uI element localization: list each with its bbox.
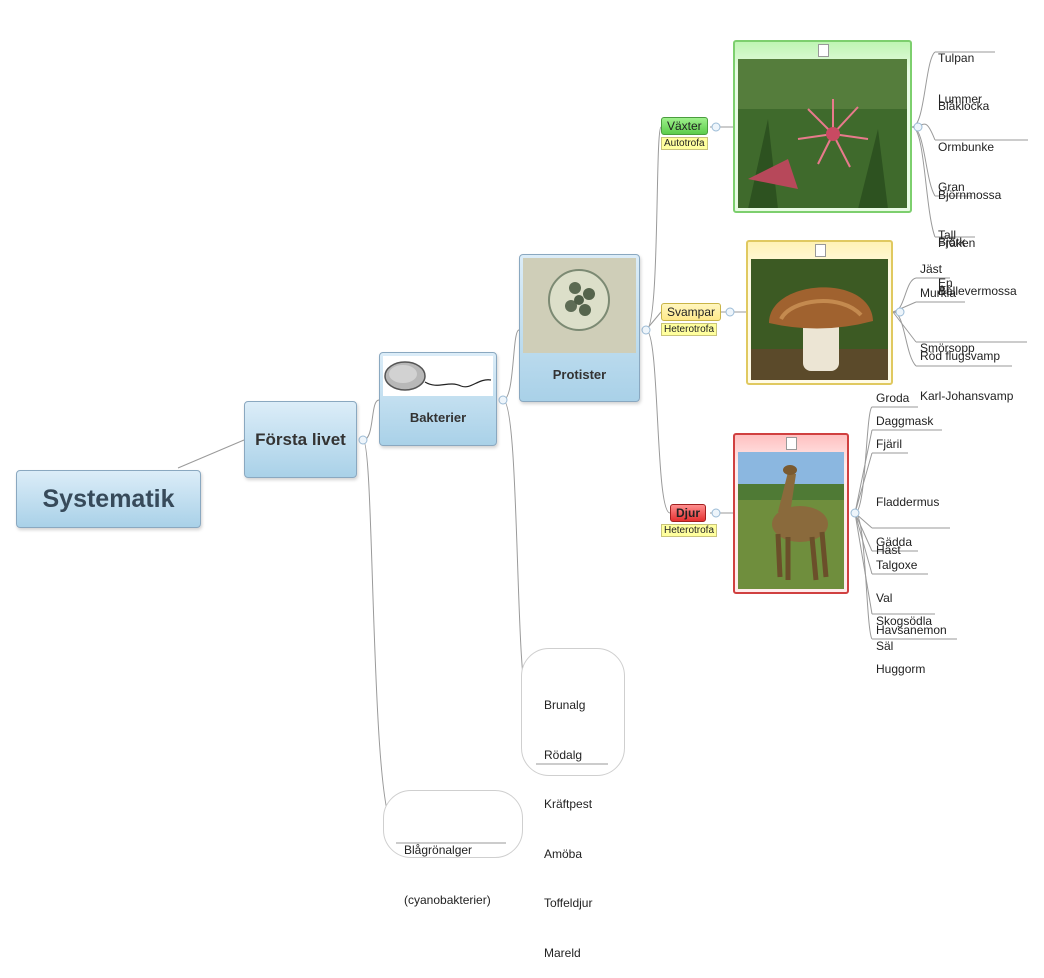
note-heterotrofa-svampar: Heterotrofa	[661, 323, 718, 336]
root-node-systematik[interactable]: Systematik	[16, 470, 201, 528]
djur-group-7[interactable]: Skogsödla Huggorm	[876, 581, 932, 693]
leaf-al: Al	[938, 283, 949, 297]
leaf-blaklocka: Blåklocka	[938, 99, 990, 113]
leaf-havsanemon[interactable]: Havsanemon	[876, 623, 947, 637]
leaf-val: Val	[876, 591, 893, 605]
protist-cell-image	[523, 258, 636, 353]
leaf-karl-johansvamp: Karl-Johansvamp	[920, 389, 1014, 403]
flower-photo	[738, 59, 907, 208]
leaf-jast[interactable]: Jäst	[920, 262, 943, 276]
leaf-rodalg: Rödalg	[544, 747, 583, 762]
node-forsta-livet[interactable]: Första livet	[244, 401, 357, 478]
leaf-huggorm: Huggorm	[876, 662, 926, 676]
node-vaxter[interactable]: Växter	[661, 117, 708, 135]
forsta-livet-label: Första livet	[255, 429, 346, 449]
leaf-daggmask[interactable]: Daggmask	[876, 414, 934, 428]
protist-underline	[536, 763, 608, 765]
leaf-murkla[interactable]: Murkla	[920, 286, 957, 300]
leaf-skogsodla: Skogsödla	[876, 614, 933, 628]
leaf-bllevermossa: Bållevermossa	[938, 284, 1017, 298]
note-heterotrofa-djur: Heterotrofa	[661, 524, 718, 537]
leaf-amoba: Amöba	[544, 846, 583, 861]
leaf-kraftpest: Kräftpest	[544, 797, 593, 811]
leaf-en: En	[938, 276, 953, 290]
leaf-bjornmossa: Björnmossa	[938, 188, 1002, 202]
document-icon	[814, 244, 826, 257]
leaf-tulpan: Tulpan	[938, 51, 975, 65]
vaxter-group-2[interactable]: Lummer Ormbunke Björnmossa Fräken Bållev…	[938, 59, 1017, 315]
vaxter-image-card[interactable]	[733, 40, 912, 213]
leaf-gadda[interactable]: Gädda	[876, 535, 913, 549]
leaf-brunalg: Brunalg	[544, 698, 586, 712]
vaxter-group-4[interactable]: Björk Al	[938, 202, 965, 314]
leaf-tall: Tall	[938, 228, 957, 242]
cyano-cloud[interactable]	[383, 790, 523, 858]
leaf-groda[interactable]: Groda	[876, 391, 910, 405]
leaf-sal: Säl	[876, 639, 894, 653]
leaf-cyanobakterier: (cyanobakterier)	[404, 892, 491, 907]
djur-group-4[interactable]: Fladdermus Häst Val Säl	[876, 462, 939, 670]
leaf-hast: Häst	[876, 543, 901, 557]
leaf-fladdermus: Fladdermus	[876, 495, 940, 509]
leaf-fjaril[interactable]: Fjäril	[876, 437, 902, 451]
leaf-rod-flugsvamp[interactable]: Röd flugsvamp	[920, 349, 1001, 363]
protister-label: Protister	[552, 367, 607, 382]
leaf-talgoxe[interactable]: Talgoxe	[876, 558, 918, 572]
giraffe-photo	[738, 452, 844, 589]
note-autotrofa: Autotrofa	[661, 137, 708, 150]
bakterier-label: Bakterier	[409, 410, 467, 425]
vaxter-group-3[interactable]: Gran Tall En	[938, 147, 965, 307]
leaf-toffeldjur: Toffeldjur	[544, 896, 593, 910]
document-icon	[786, 437, 797, 450]
svampar-image-card[interactable]	[746, 240, 893, 385]
protist-cloud[interactable]	[521, 648, 625, 776]
djur-image-card[interactable]	[733, 433, 849, 594]
document-icon	[817, 44, 829, 57]
bacterium-image	[383, 356, 493, 396]
leaf-lummer: Lummer	[938, 92, 983, 106]
node-bakterier[interactable]: Bakterier	[379, 352, 497, 446]
leaf-smorsopp: Smörsopp	[920, 341, 975, 355]
leaf-ormbunke: Ormbunke	[938, 140, 995, 154]
leaf-mareld: Mareld	[544, 945, 581, 960]
leaf-fraken: Fräken	[938, 236, 976, 250]
node-protister[interactable]: Protister	[519, 254, 640, 402]
protist-list: Brunalg Rödalg Kräftpest Amöba Toffeldju…	[544, 664, 592, 978]
leaf-blagronalger: Blågrönalger	[404, 843, 473, 857]
root-label: Systematik	[42, 484, 175, 513]
vaxter-group-1[interactable]: Tulpan Blåklocka	[938, 18, 989, 130]
leaf-bjork: Björk	[938, 235, 966, 249]
svampar-group-3[interactable]: Smörsopp Karl-Johansvamp	[920, 308, 1013, 420]
leaf-gran: Gran	[938, 180, 965, 194]
connector-lines	[177, 51, 1028, 831]
node-svampar[interactable]: Svampar	[661, 303, 722, 321]
cyano-list: Blågrönalger (cyanobakterier)	[404, 809, 491, 925]
node-djur[interactable]: Djur	[670, 504, 706, 522]
cyano-underline	[396, 842, 506, 844]
mushroom-photo	[751, 259, 888, 380]
